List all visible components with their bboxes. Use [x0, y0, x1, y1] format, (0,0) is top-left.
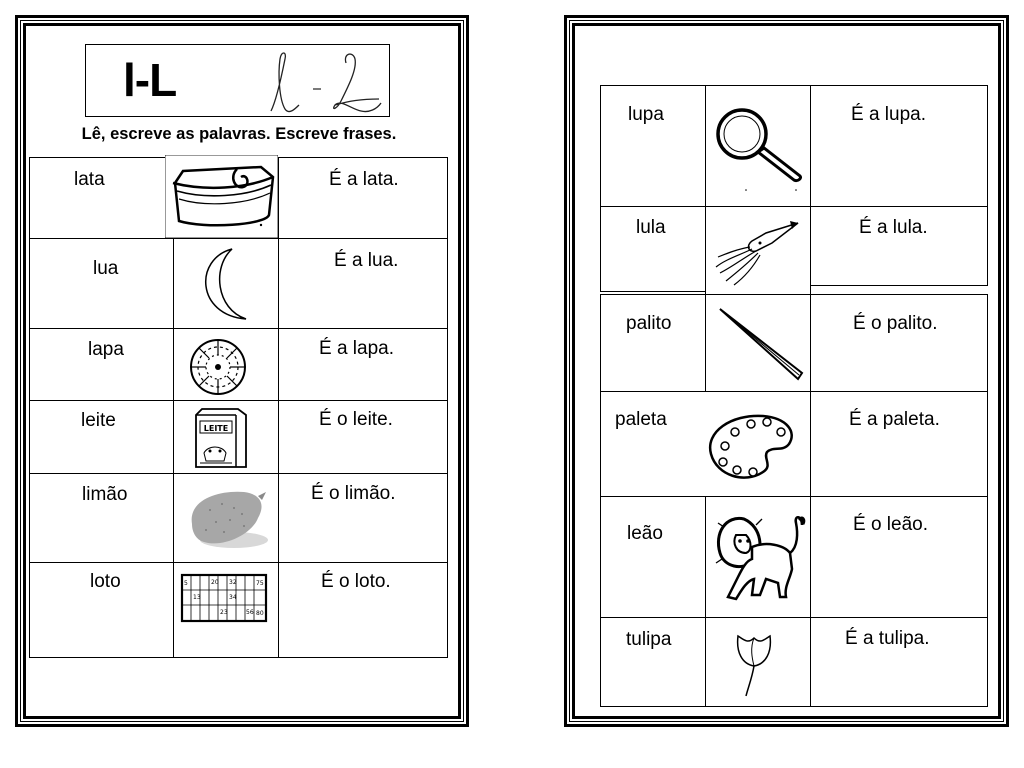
- loto-number: 13: [193, 594, 201, 601]
- picture-cell: [705, 85, 811, 207]
- word-text: tulipa: [626, 629, 672, 650]
- sentence-cell: É a paleta.: [810, 391, 988, 497]
- sentence-text: É a lua.: [334, 250, 399, 271]
- loto-card-icon: 5 20 32 75 13 34 23 56 80: [180, 573, 268, 623]
- picture-cell: [705, 617, 811, 707]
- word-text: paleta: [615, 409, 667, 430]
- word-cell: limão: [29, 473, 174, 563]
- word-cell: leão: [600, 496, 706, 618]
- sentence-cell: É a tulipa.: [810, 617, 988, 707]
- sentence-text: É a tulipa.: [845, 628, 930, 649]
- word-cell: leite: [29, 400, 174, 474]
- word-cell: lula: [600, 206, 706, 292]
- moon-icon: [204, 248, 247, 320]
- sentence-cell: É a lapa.: [278, 328, 448, 401]
- sentence-cell: É o limão.: [278, 473, 448, 563]
- title-box: l-L: [85, 44, 390, 117]
- sentence-text: É a lula.: [859, 217, 928, 238]
- word-cell: lata: [29, 157, 166, 239]
- picture-cell: 5 20 32 75 13 34 23 56 80: [173, 562, 279, 658]
- picture-cell: [705, 206, 811, 294]
- sentence-text: É o loto.: [321, 571, 391, 592]
- page-title: l-L: [123, 54, 177, 106]
- loto-number: 5: [184, 580, 188, 587]
- lemon-icon: [191, 491, 268, 548]
- picture-cell: [173, 238, 279, 329]
- tulip-icon: [736, 634, 772, 697]
- word-text: lupa: [628, 104, 664, 125]
- sentence-cell: É a lua.: [278, 238, 448, 329]
- loto-number: 20: [211, 579, 219, 586]
- paint-palette-icon: [708, 414, 793, 479]
- word-text: lata: [74, 169, 105, 190]
- cursive-letters-icon: [270, 52, 382, 113]
- picture-cell: [165, 155, 278, 238]
- loto-number: 34: [229, 594, 237, 601]
- sentence-cell: É a lata.: [278, 157, 448, 239]
- word-cell: lapa: [29, 328, 174, 401]
- word-cell: loto: [29, 562, 174, 658]
- word-text: leão: [627, 523, 663, 544]
- sentence-cell: É o leite.: [278, 400, 448, 474]
- sentence-cell: É o loto.: [278, 562, 448, 658]
- picture-cell: [705, 496, 811, 618]
- instruction-text: Lê, escreve as palavras. Escreve frases.: [81, 125, 397, 143]
- loto-number: 75: [256, 580, 264, 587]
- sentence-text: É a lata.: [329, 169, 399, 190]
- picture-cell: [705, 294, 811, 392]
- picture-cell: [173, 473, 279, 563]
- word-cell: lupa: [600, 85, 706, 207]
- picture-cell: [173, 328, 279, 401]
- picture-cell: LEITE: [173, 400, 279, 474]
- sentence-text: É o limão.: [311, 483, 396, 504]
- word-text: limão: [82, 484, 128, 505]
- limpet-shell-icon: [190, 339, 246, 395]
- milk-carton-label: LEITE: [204, 424, 228, 433]
- word-cell: palito: [600, 294, 706, 392]
- sentence-text: É o palito.: [853, 313, 938, 334]
- sentence-text: É a paleta.: [849, 409, 940, 430]
- loto-number: 56: [246, 609, 254, 616]
- loto-number: 80: [256, 610, 264, 617]
- milk-carton-icon: LEITE: [195, 408, 247, 468]
- word-cell: lua: [29, 238, 174, 329]
- word-text: lapa: [88, 339, 124, 360]
- word-text: lua: [93, 258, 119, 279]
- word-cell: tulipa: [600, 617, 706, 707]
- sentence-cell: É a lula.: [810, 206, 988, 286]
- squid-icon: [715, 221, 799, 286]
- can-icon: [165, 155, 278, 238]
- word-cell: paleta: [600, 391, 706, 497]
- sentence-cell: É o palito.: [810, 294, 988, 392]
- lion-icon: [715, 516, 806, 601]
- sentence-text: É a lapa.: [319, 338, 394, 359]
- sentence-text: É o leão.: [853, 514, 928, 535]
- sentence-text: É o leite.: [319, 409, 393, 430]
- word-text: loto: [90, 571, 121, 592]
- sentence-text: É a lupa.: [851, 104, 926, 125]
- toothpick-icon: [719, 308, 804, 381]
- loto-number: 32: [229, 579, 237, 586]
- word-text: lula: [636, 217, 666, 238]
- sentence-cell: É o leão.: [810, 496, 988, 618]
- magnifying-glass-icon: [716, 108, 802, 191]
- word-text: leite: [81, 410, 116, 431]
- picture-cell: [705, 391, 811, 497]
- word-text: palito: [626, 313, 672, 334]
- sentence-cell: É a lupa.: [810, 85, 988, 207]
- loto-number: 23: [220, 609, 228, 616]
